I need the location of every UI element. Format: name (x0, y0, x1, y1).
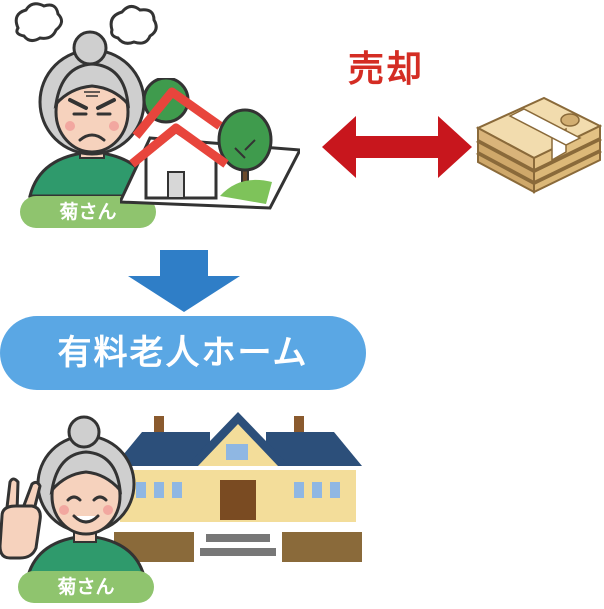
happy-elderly-woman-peace-sign-icon (0, 415, 146, 578)
name-badge-bottom-label: 菊さん (57, 576, 115, 598)
house-with-trees-icon (120, 78, 300, 210)
down-arrow-icon (128, 250, 240, 312)
name-badge-top-label: 菊さん (59, 201, 117, 223)
destination-banner: 有料老人ホーム (0, 316, 366, 390)
sale-label: 売却 (348, 49, 425, 90)
double-arrow-icon (322, 116, 472, 178)
grumpy-elderly-woman-icon (14, 2, 158, 198)
name-badge-bottom: 菊さん (18, 571, 154, 603)
nursing-home-building-icon (114, 412, 362, 562)
cash-bundle-icon (475, 96, 602, 194)
destination-label: 有料老人ホーム (57, 333, 309, 373)
